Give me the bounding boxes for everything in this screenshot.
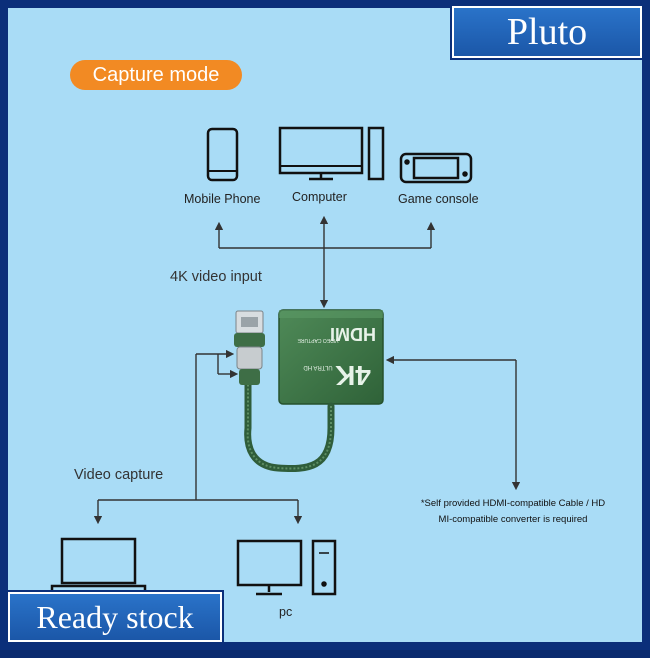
pc-label: pc <box>279 605 292 619</box>
device-sub-text: ULTRA HD <box>303 364 333 370</box>
capture-connector-lines <box>98 354 298 520</box>
output-connector-lines <box>390 360 516 486</box>
capture-mode-badge: Capture mode <box>70 60 242 90</box>
note-line-2: MI-compatible converter is required <box>388 512 638 528</box>
cable-requirement-note: *Self provided HDMI-compatible Cable / H… <box>388 496 638 528</box>
device-type-text: VIDEO CAPTURE <box>297 337 339 343</box>
source-label-mobile-phone: Mobile Phone <box>184 192 260 206</box>
input-connector-lines <box>219 220 431 304</box>
brand-logo: Pluto <box>452 6 642 58</box>
diagram-canvas: HDMI 4K ULTRA HD VIDEO CAPTURE <box>8 8 650 658</box>
device-resolution-text: 4K <box>335 360 371 391</box>
ready-stock-badge: Ready stock <box>8 592 222 642</box>
desktop-pc-icon <box>238 541 335 594</box>
note-line-1: *Self provided HDMI-compatible Cable / H… <box>388 496 638 512</box>
video-capture-label: Video capture <box>74 467 163 483</box>
source-label-game-console: Game console <box>398 192 479 206</box>
source-label-computer: Computer <box>292 190 347 204</box>
computer-icon <box>280 128 383 179</box>
laptop-icon <box>52 539 145 592</box>
game-console-icon <box>401 154 471 182</box>
capture-device: HDMI 4K ULTRA HD VIDEO CAPTURE <box>279 310 383 404</box>
usb-plug <box>234 311 265 385</box>
video-input-label: 4K video input <box>170 269 262 285</box>
mobile-phone-icon <box>208 129 237 180</box>
